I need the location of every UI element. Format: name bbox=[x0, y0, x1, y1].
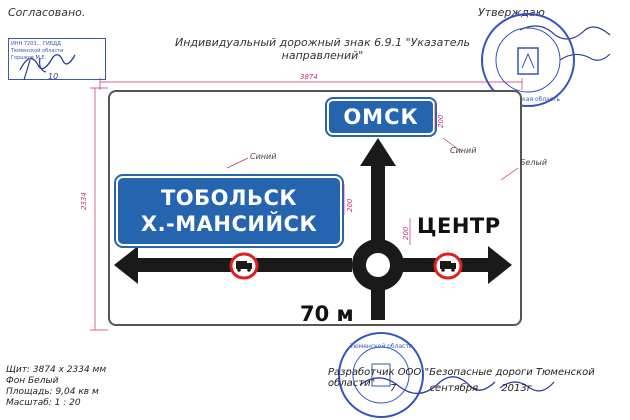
dimension-width: 3874 bbox=[300, 73, 318, 81]
destination-plate-omsk: ОМСК bbox=[325, 97, 437, 137]
stamp-line: ИНН 7203... ГИБДД bbox=[11, 41, 61, 47]
dimension-height: 2334 bbox=[80, 192, 88, 210]
developer-label: Разработчик ООО "Безопасные дороги Тюмен… bbox=[328, 367, 595, 389]
approved-label: Согласовано. bbox=[8, 6, 86, 19]
dimension-tobolsk: 200 bbox=[346, 198, 354, 212]
spec-area: Площадь: 9,04 кв м bbox=[6, 387, 99, 397]
destination-centr-label: ЦЕНТР bbox=[417, 214, 501, 238]
date-line: 7 сентября 2013г bbox=[390, 383, 532, 394]
destination-tobolsk-label: ТОБОЛЬСК bbox=[160, 186, 298, 210]
document-title: Индивидуальный дорожный знак 6.9.1 "Указ… bbox=[174, 36, 470, 62]
destination-omsk-label: ОМСК bbox=[343, 105, 419, 129]
destination-khmansiysk-label: Х.-МАНСИЙСК bbox=[140, 212, 318, 236]
date-month: сентября bbox=[429, 383, 479, 394]
spec-shield: Щит: 3874 х 2334 мм bbox=[6, 365, 107, 375]
truck-prohibition-icon bbox=[229, 252, 259, 280]
note-blue-right: Синий bbox=[450, 146, 477, 155]
stamp-line: Горшков М.Е. bbox=[11, 55, 47, 61]
round-stamp-right-text: Тюменская область bbox=[498, 96, 561, 103]
spec-bg: Фон Белый bbox=[6, 376, 59, 386]
confirmed-label: Утверждаю bbox=[478, 6, 545, 19]
round-stamp-bottom-text: Тюменской области bbox=[350, 343, 413, 350]
dimension-omsk: 200 bbox=[437, 114, 445, 128]
approval-stamp: ИНН 7203... ГИБДД Тюменской области Горш… bbox=[8, 38, 106, 80]
round-stamp-right bbox=[481, 13, 575, 107]
note-white: Белый bbox=[520, 158, 548, 167]
svg-text:10: 10 bbox=[48, 72, 58, 81]
spec-scale: Масштаб: 1 : 20 bbox=[6, 398, 81, 408]
destination-plate-tobolsk: ТОБОЛЬСК Х.-МАНСИЙСК bbox=[114, 174, 344, 248]
date-day: 7 bbox=[390, 383, 397, 394]
dimension-centr: 200 bbox=[402, 226, 410, 240]
round-stamp-bottom bbox=[338, 332, 424, 418]
truck-prohibition-icon bbox=[433, 252, 463, 280]
date-year: 2013г bbox=[501, 383, 533, 394]
distance-label: 70 м bbox=[300, 302, 354, 326]
stamp-line: Тюменской области bbox=[11, 48, 64, 54]
note-blue-left: Синий bbox=[250, 152, 277, 161]
